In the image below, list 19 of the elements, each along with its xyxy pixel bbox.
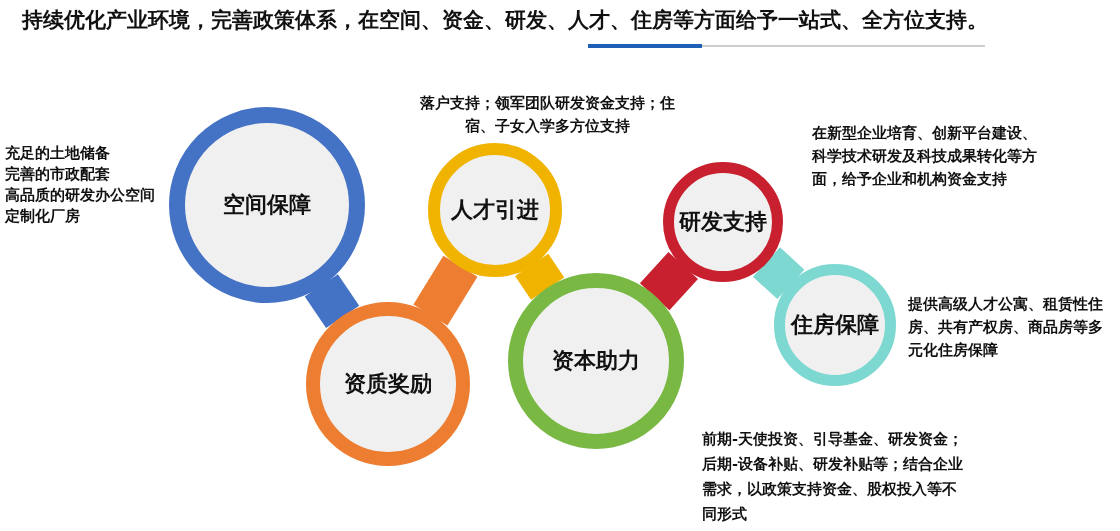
description-text: 充足的土地储备	[5, 144, 111, 163]
circle-label: 资本助力	[552, 347, 640, 375]
description-text: 定制化厂房	[5, 207, 81, 226]
circle-label: 住房保障	[791, 311, 879, 339]
circle-label: 研发支持	[679, 208, 767, 236]
connector-band	[752, 247, 805, 300]
description-text: 落户支持；领军团队研发资金支持；住宿、子女入学多方位支持	[418, 94, 676, 136]
description-text: 完善的市政配套	[5, 165, 111, 184]
circle-label: 资质奖励	[344, 370, 432, 398]
description-text: 提供高级人才公寓、租赁性住房、共有产权房、商品房等多元化住房保障	[908, 295, 1104, 360]
description-text: 前期-天使投资、引导基金、研发资金；后期-设备补贴、研发补贴等；结合企业需求，以政策支持资金、股权投入等不同形式	[702, 430, 964, 524]
connector-band	[413, 255, 478, 326]
connector-band	[639, 252, 698, 311]
circle-label: 空间保障	[223, 191, 311, 219]
circle-label: 人才引进	[451, 196, 539, 224]
description-text: 高品质的研发办公空间	[5, 186, 156, 205]
description-text: 在新型企业培育、创新平台建设、科学技术研发及科技成果转化等方面，给予企业和机构资金支持	[812, 124, 1038, 189]
connector-band	[304, 274, 360, 329]
page-title: 持续优化产业环境，完善政策体系，在空间、资金、研发、人才、住房等方面给予一站式、全方位支持。	[22, 7, 988, 34]
